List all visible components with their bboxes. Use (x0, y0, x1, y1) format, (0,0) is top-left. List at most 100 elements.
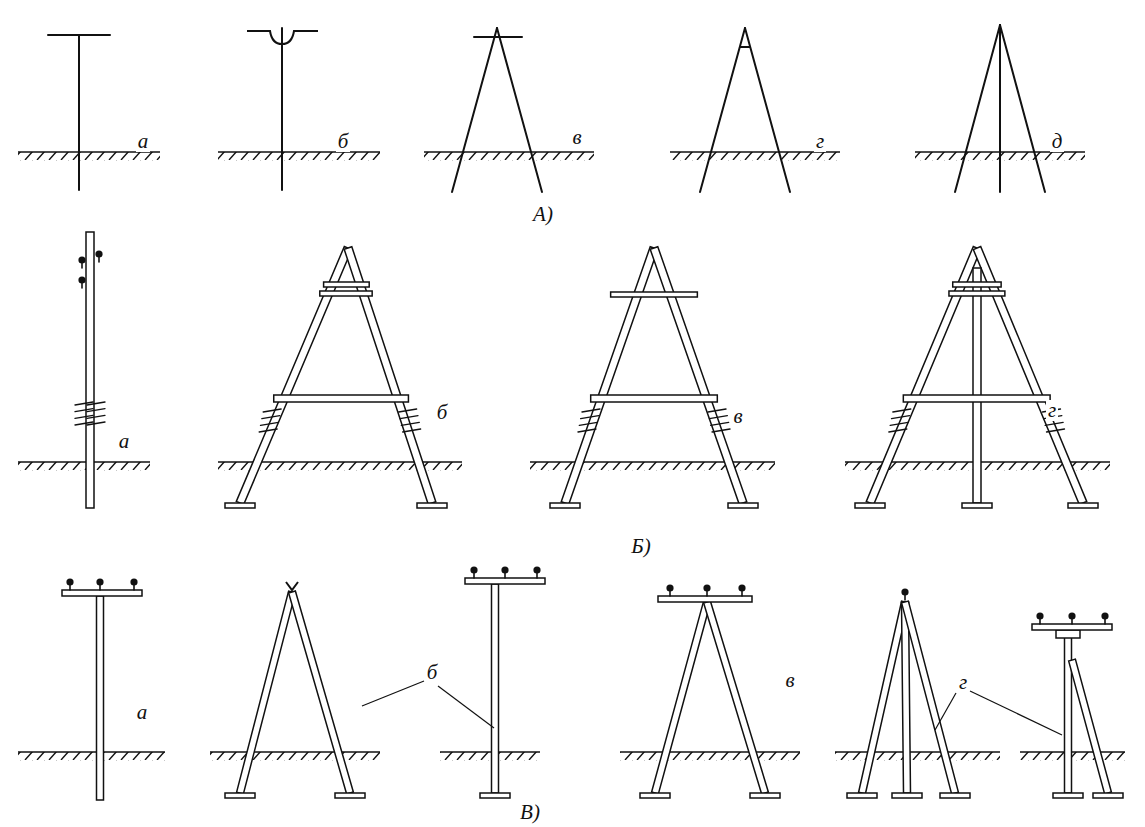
row-label: А) (531, 204, 555, 225)
ground-line (530, 461, 775, 463)
crossarm (591, 395, 718, 402)
variant-letter: в (731, 406, 744, 427)
pole-line (999, 25, 1001, 192)
clamp-band (889, 429, 907, 432)
variant-letter: б (336, 131, 351, 152)
base-plate (1053, 793, 1083, 798)
crossarm (1032, 624, 1112, 630)
pole-line (1000, 25, 1045, 192)
insulator (66, 578, 73, 585)
leader-line (970, 691, 1062, 735)
ground-hatch (670, 152, 840, 161)
insulator (470, 566, 477, 573)
leader-line (362, 681, 424, 706)
clamp-band (579, 422, 597, 425)
clamp-band (891, 416, 909, 419)
insulator (286, 582, 298, 590)
base-plate (417, 503, 447, 508)
ground-hatch (424, 152, 594, 161)
ground-line (440, 751, 540, 753)
variant-letter: а (135, 702, 150, 723)
insulator (738, 584, 745, 591)
insulator (901, 588, 908, 595)
insulator (1036, 612, 1043, 619)
ground-hatch (18, 462, 150, 471)
pole-member (97, 596, 104, 800)
base-plate (225, 793, 255, 798)
clamp-band (401, 422, 419, 425)
leader-line (935, 693, 956, 730)
variant-letter: в (570, 127, 583, 148)
ground-line (1020, 751, 1125, 753)
ground-hatch (620, 752, 800, 761)
pole-line (474, 36, 522, 38)
ground-line (18, 461, 150, 463)
pole-member (650, 247, 747, 505)
base-plate (1068, 503, 1098, 508)
crossarm (953, 282, 1001, 287)
variant-letter: а (136, 131, 151, 152)
pole-figures (48, 25, 1123, 800)
ground-hatch (210, 752, 380, 761)
clamp-band (403, 429, 421, 432)
pole-member (86, 232, 94, 508)
insulator (501, 566, 508, 573)
clamp-band (709, 416, 727, 419)
pole-line (48, 34, 110, 36)
base-plate (962, 503, 992, 508)
clamp-band (87, 402, 105, 405)
clamp-band (87, 409, 105, 412)
crossarm (611, 292, 698, 297)
clamp-band (260, 422, 278, 425)
clamp-band (399, 409, 417, 412)
crossarm (274, 395, 409, 402)
ground-hatch (1020, 752, 1125, 761)
variant-letter: б (425, 662, 440, 683)
base-plate (550, 503, 580, 508)
clamp-band (400, 416, 418, 419)
pole-line (452, 28, 497, 192)
pole-member (237, 591, 296, 794)
ground-hatching (18, 152, 1125, 761)
clamp-band (87, 415, 105, 418)
clamp-band (581, 416, 599, 419)
clamp-band (262, 416, 280, 419)
base-plate (1093, 793, 1123, 798)
clamp-band (582, 409, 600, 412)
variant-letter: б (435, 402, 450, 423)
base-plate (855, 503, 885, 508)
ground-line (424, 151, 594, 153)
base-plate (728, 503, 758, 508)
pole-line (740, 46, 750, 48)
variant-letter: д (1050, 131, 1065, 152)
crossarm (949, 291, 1005, 296)
pole-member (652, 601, 711, 794)
pole-member (1065, 632, 1072, 793)
row-label: Б) (629, 536, 652, 557)
ground-line (218, 151, 380, 153)
pole-member (289, 591, 354, 794)
leader-line (438, 686, 494, 728)
clamp-band (1046, 429, 1064, 432)
base-plate (640, 793, 670, 798)
clamp-band (87, 422, 105, 425)
crossarm (465, 578, 545, 584)
clamp-band (708, 409, 726, 412)
ground-line (18, 751, 165, 753)
insulator (130, 578, 137, 585)
insulator (533, 566, 540, 573)
pole-line (497, 28, 542, 192)
ground-hatch (218, 152, 380, 161)
pole-line (955, 25, 1000, 192)
pole-member (704, 601, 769, 794)
insulator (1068, 612, 1075, 619)
crossarm (62, 590, 142, 596)
base-plate (940, 793, 970, 798)
clamp-band (711, 422, 729, 425)
clamp-band (893, 409, 911, 412)
ground-hatch (440, 752, 540, 761)
insulator (78, 276, 85, 283)
pole-line (745, 28, 790, 192)
ground-hatch (530, 462, 775, 471)
